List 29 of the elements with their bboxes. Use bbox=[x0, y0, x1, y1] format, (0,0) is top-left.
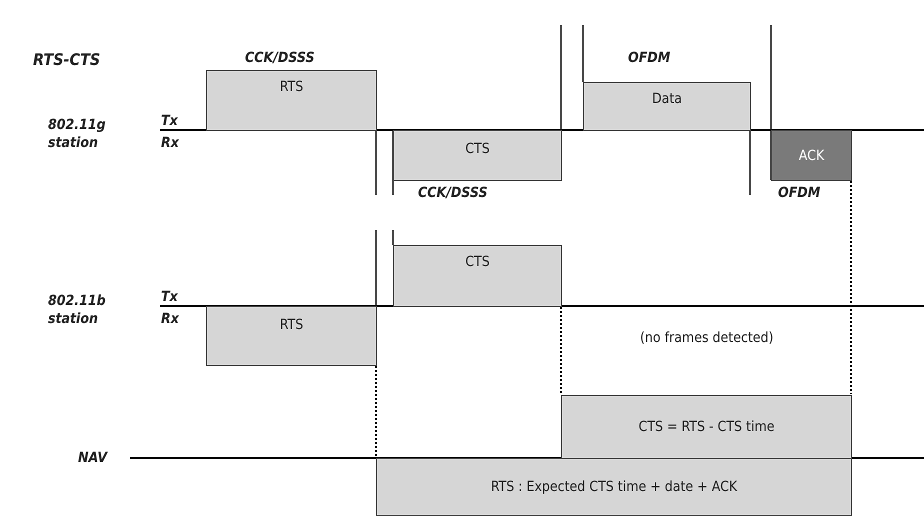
frame-block bbox=[206, 306, 377, 366]
modulation-label: OFDM bbox=[778, 185, 820, 201]
station-label: 802.11b station bbox=[48, 292, 107, 328]
frame-block bbox=[393, 130, 562, 181]
diagram-title: RTS-CTS bbox=[33, 50, 100, 69]
frame-label: Data bbox=[652, 91, 682, 107]
frame-label: RTS bbox=[280, 79, 304, 95]
frame-block bbox=[561, 395, 852, 459]
modulation-label: OFDM bbox=[628, 50, 670, 66]
lane-label: Rx bbox=[161, 311, 179, 327]
lane-label: Rx bbox=[161, 135, 179, 151]
frame-block bbox=[393, 245, 562, 307]
frame-label: ACK bbox=[798, 148, 824, 164]
frame-block bbox=[583, 82, 751, 131]
lane-label: Tx bbox=[161, 289, 178, 305]
status-note: (no frames detected) bbox=[640, 330, 774, 346]
modulation-label: CCK/DSSS bbox=[418, 185, 488, 201]
lane-label: Tx bbox=[161, 113, 178, 129]
frame-label: CTS bbox=[465, 254, 490, 270]
frame-label: RTS : Expected CTS time + date + ACK bbox=[490, 479, 738, 495]
frame-label: CTS = RTS - CTS time bbox=[638, 419, 774, 435]
station-label: 802.11g station bbox=[48, 116, 107, 152]
frame-label: CTS bbox=[465, 141, 490, 157]
frame-block bbox=[376, 458, 852, 516]
lane-label: NAV bbox=[78, 450, 108, 466]
frame-label: RTS bbox=[280, 317, 304, 333]
frame-block bbox=[771, 130, 852, 181]
frame-block bbox=[206, 70, 377, 131]
modulation-label: CCK/DSSS bbox=[245, 50, 315, 66]
